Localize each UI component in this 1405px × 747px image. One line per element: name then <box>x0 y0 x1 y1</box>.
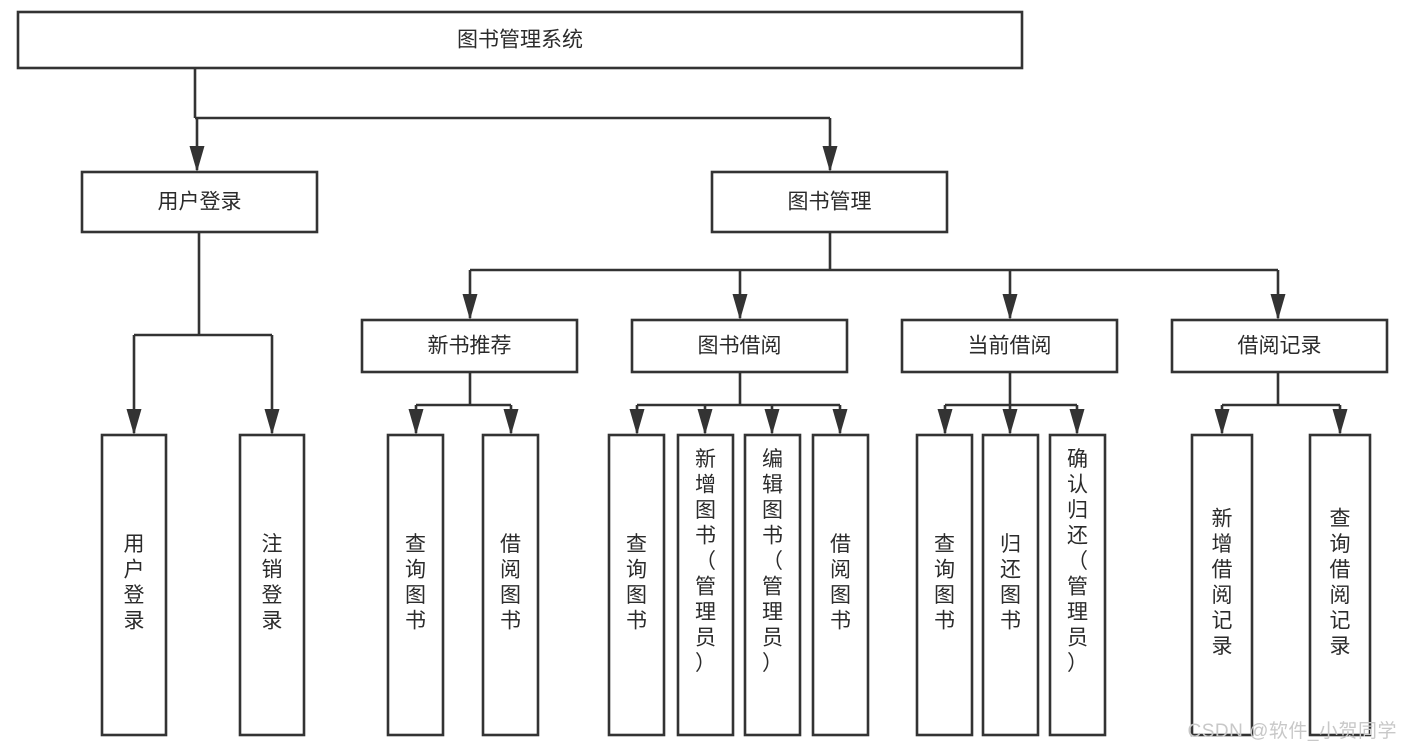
arrow-head-icon <box>408 409 424 435</box>
node-leaf-borrow-book-1[interactable]: 借阅图书 <box>481 433 540 737</box>
node-label: 查询图书 <box>405 533 426 633</box>
node-box[interactable] <box>710 170 949 234</box>
connector-group-newbook-to-leaves <box>408 372 519 435</box>
connector-group-userlogin-to-leaves <box>126 232 280 435</box>
node-label: 查询图书 <box>626 533 647 633</box>
node-box[interactable] <box>981 433 1040 737</box>
arrow-head-icon <box>1069 409 1085 435</box>
node-box[interactable] <box>1308 433 1372 737</box>
connector-layer <box>126 68 1348 435</box>
connector-group-bookborrow-to-leaves <box>629 372 848 435</box>
node-label: 用户登录 <box>158 191 242 214</box>
node-box[interactable] <box>238 433 306 737</box>
node-user-login[interactable]: 用户登录 <box>80 170 319 234</box>
node-box[interactable] <box>1170 318 1389 374</box>
node-label: 编辑图书（管理员） <box>762 448 783 675</box>
node-label: 确认归还（管理员） <box>1067 448 1088 675</box>
arrow-head-icon <box>264 409 280 435</box>
arrow-head-icon <box>764 409 780 435</box>
node-leaf-confirm-return[interactable]: 确认归还（管理员） <box>1048 433 1107 737</box>
node-leaf-query-record[interactable]: 查询借阅记录 <box>1308 433 1372 737</box>
arrow-head-icon <box>1270 294 1286 320</box>
node-label: 归还图书 <box>1000 533 1021 633</box>
node-box[interactable] <box>1190 433 1254 737</box>
arrow-head-icon <box>937 409 953 435</box>
node-leaf-add-record[interactable]: 新增借阅记录 <box>1190 433 1254 737</box>
node-label: 图书管理 <box>788 191 872 214</box>
node-book-manage[interactable]: 图书管理 <box>710 170 949 234</box>
node-label: 借阅图书 <box>830 533 851 633</box>
arrow-head-icon <box>1214 409 1230 435</box>
arrow-head-icon <box>1002 409 1018 435</box>
node-leaf-borrow-book-2[interactable]: 借阅图书 <box>811 433 870 737</box>
node-label: 注销登录 <box>262 533 283 633</box>
arrow-head-icon <box>732 294 748 320</box>
node-box[interactable] <box>915 433 974 737</box>
arrow-head-icon <box>126 409 142 435</box>
connector-group-root-to-level1 <box>189 68 838 172</box>
node-root[interactable]: 图书管理系统 <box>16 10 1024 70</box>
node-box[interactable] <box>16 10 1024 70</box>
node-box[interactable] <box>630 318 849 374</box>
node-label: 用户登录 <box>124 533 145 633</box>
node-box[interactable] <box>360 318 579 374</box>
node-label: 新增图书（管理员） <box>695 448 716 675</box>
arrow-head-icon <box>832 409 848 435</box>
node-label: 新增借阅记录 <box>1212 508 1233 659</box>
node-leaf-query-book-3[interactable]: 查询图书 <box>915 433 974 737</box>
node-current-borrow[interactable]: 当前借阅 <box>900 318 1119 374</box>
node-borrow-record[interactable]: 借阅记录 <box>1170 318 1389 374</box>
node-leaf-user-login[interactable]: 用户登录 <box>100 433 168 737</box>
arrow-head-icon <box>462 294 478 320</box>
node-book-borrow[interactable]: 图书借阅 <box>630 318 849 374</box>
node-new-book-rec[interactable]: 新书推荐 <box>360 318 579 374</box>
node-label: 图书借阅 <box>698 335 782 358</box>
node-box[interactable] <box>100 433 168 737</box>
arrow-head-icon <box>697 409 713 435</box>
arrow-head-icon <box>1002 294 1018 320</box>
node-leaf-logout[interactable]: 注销登录 <box>238 433 306 737</box>
csdn-watermark: CSDN @软件_小贺同学 <box>1187 721 1397 742</box>
node-leaf-query-book-1[interactable]: 查询图书 <box>386 433 445 737</box>
node-label: 查询图书 <box>934 533 955 633</box>
node-label: 借阅记录 <box>1238 335 1322 358</box>
arrow-head-icon <box>822 146 838 172</box>
node-label: 查询借阅记录 <box>1330 508 1351 659</box>
node-label: 图书管理系统 <box>457 29 583 52</box>
connector-group-borrowrecord-to-leaves <box>1214 372 1348 435</box>
node-leaf-query-book-2[interactable]: 查询图书 <box>607 433 666 737</box>
node-box[interactable] <box>481 433 540 737</box>
connector-group-bookmanage-to-level2 <box>462 232 1286 320</box>
node-leaf-return-book[interactable]: 归还图书 <box>981 433 1040 737</box>
node-label: 新书推荐 <box>428 335 512 358</box>
node-label: 当前借阅 <box>968 335 1052 358</box>
node-layer: 图书管理系统用户登录图书管理新书推荐图书借阅当前借阅借阅记录用户登录注销登录查询… <box>16 10 1389 737</box>
node-leaf-add-book[interactable]: 新增图书（管理员） <box>676 433 735 737</box>
node-box[interactable] <box>607 433 666 737</box>
node-box[interactable] <box>80 170 319 234</box>
node-leaf-edit-book[interactable]: 编辑图书（管理员） <box>743 433 802 737</box>
connector-group-currentborrow-to-leaves <box>937 372 1085 435</box>
node-box[interactable] <box>900 318 1119 374</box>
node-box[interactable] <box>386 433 445 737</box>
node-label: 借阅图书 <box>500 533 521 633</box>
node-box[interactable] <box>811 433 870 737</box>
node-box[interactable] <box>1048 433 1107 737</box>
arrow-head-icon <box>1332 409 1348 435</box>
arrow-head-icon <box>189 146 205 172</box>
arrow-head-icon <box>629 409 645 435</box>
node-box[interactable] <box>743 433 802 737</box>
node-box[interactable] <box>676 433 735 737</box>
arrow-head-icon <box>503 409 519 435</box>
